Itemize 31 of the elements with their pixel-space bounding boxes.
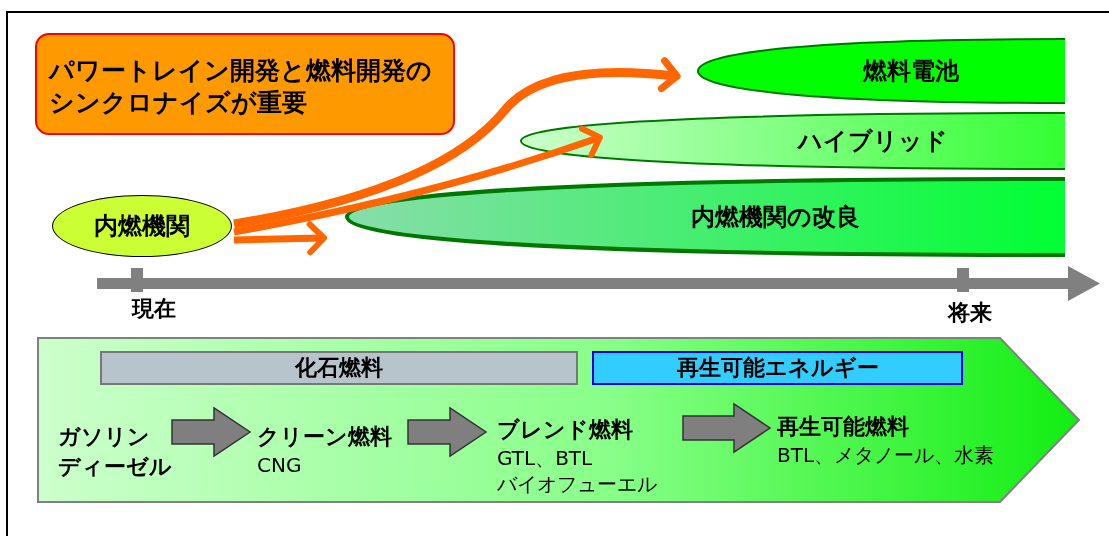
node-label: 内燃機関 — [94, 211, 190, 242]
technology-band — [345, 177, 1065, 257]
timeline-label: 現在 — [132, 295, 176, 323]
bar-label: 再生可能エネルギー — [676, 354, 879, 382]
block-arrow — [171, 406, 252, 458]
arrow — [233, 57, 681, 229]
fuel-examples: CNG — [257, 452, 303, 478]
arrow — [233, 125, 603, 236]
fuel-examples: BTL、メタノール、水素 — [777, 442, 996, 468]
band-label: ハイブリッド — [797, 126, 948, 157]
fuel-name: クリーン燃料 — [257, 423, 393, 451]
fuel-name: ディーゼル — [58, 453, 170, 481]
note-text: パワートレイン開発と燃料開発のシンクロナイズが重要 — [49, 55, 433, 119]
arrow — [233, 221, 327, 256]
block-arrow — [407, 406, 488, 458]
technology-band — [697, 38, 1065, 104]
band-label: 燃料電池 — [863, 56, 959, 87]
block-arrow — [682, 402, 772, 454]
note-box — [35, 33, 455, 135]
technology-band — [520, 112, 1065, 170]
category-bar — [100, 351, 578, 385]
fuel-progression-arrow — [37, 337, 1080, 503]
band-label: 内燃機関の改良 — [690, 202, 860, 233]
timeline-label: 将来 — [948, 299, 992, 327]
category-bar — [592, 351, 963, 385]
bar-label: 化石燃料 — [295, 354, 383, 382]
fuel-examples: バイオフューエル — [497, 471, 658, 497]
fuel-examples: GTL、BTL — [497, 445, 594, 471]
fuel-name: ブレンド燃料 — [497, 416, 634, 444]
fuel-name: ガソリン — [58, 423, 151, 451]
fuel-name: 再生可能燃料 — [777, 413, 910, 441]
